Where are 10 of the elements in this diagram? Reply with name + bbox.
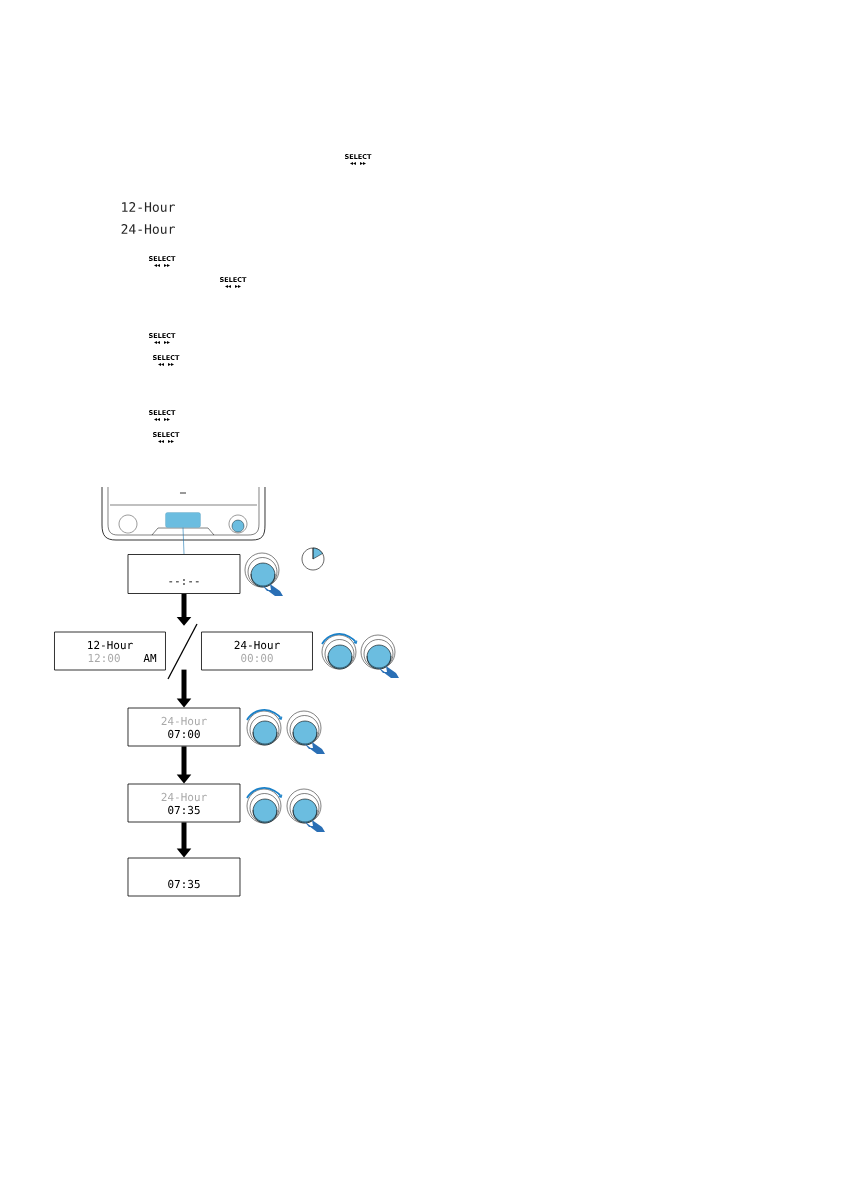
display-box: 24-Hour 07:00 — [127, 707, 241, 747]
display-box: --:-- — [127, 554, 241, 594]
display-box: 24-Hour 00:00 — [201, 631, 313, 671]
menu-option: 24-Hour — [121, 224, 175, 234]
leader-line — [182, 527, 185, 555]
display-screen — [165, 512, 201, 528]
display-box: 12-Hour 12:00 AM — [54, 631, 166, 671]
display-box: 24-Hour 07:35 — [127, 783, 241, 823]
menu-option: 12-Hour — [122, 202, 175, 212]
display-box: 07:35 — [127, 857, 241, 897]
